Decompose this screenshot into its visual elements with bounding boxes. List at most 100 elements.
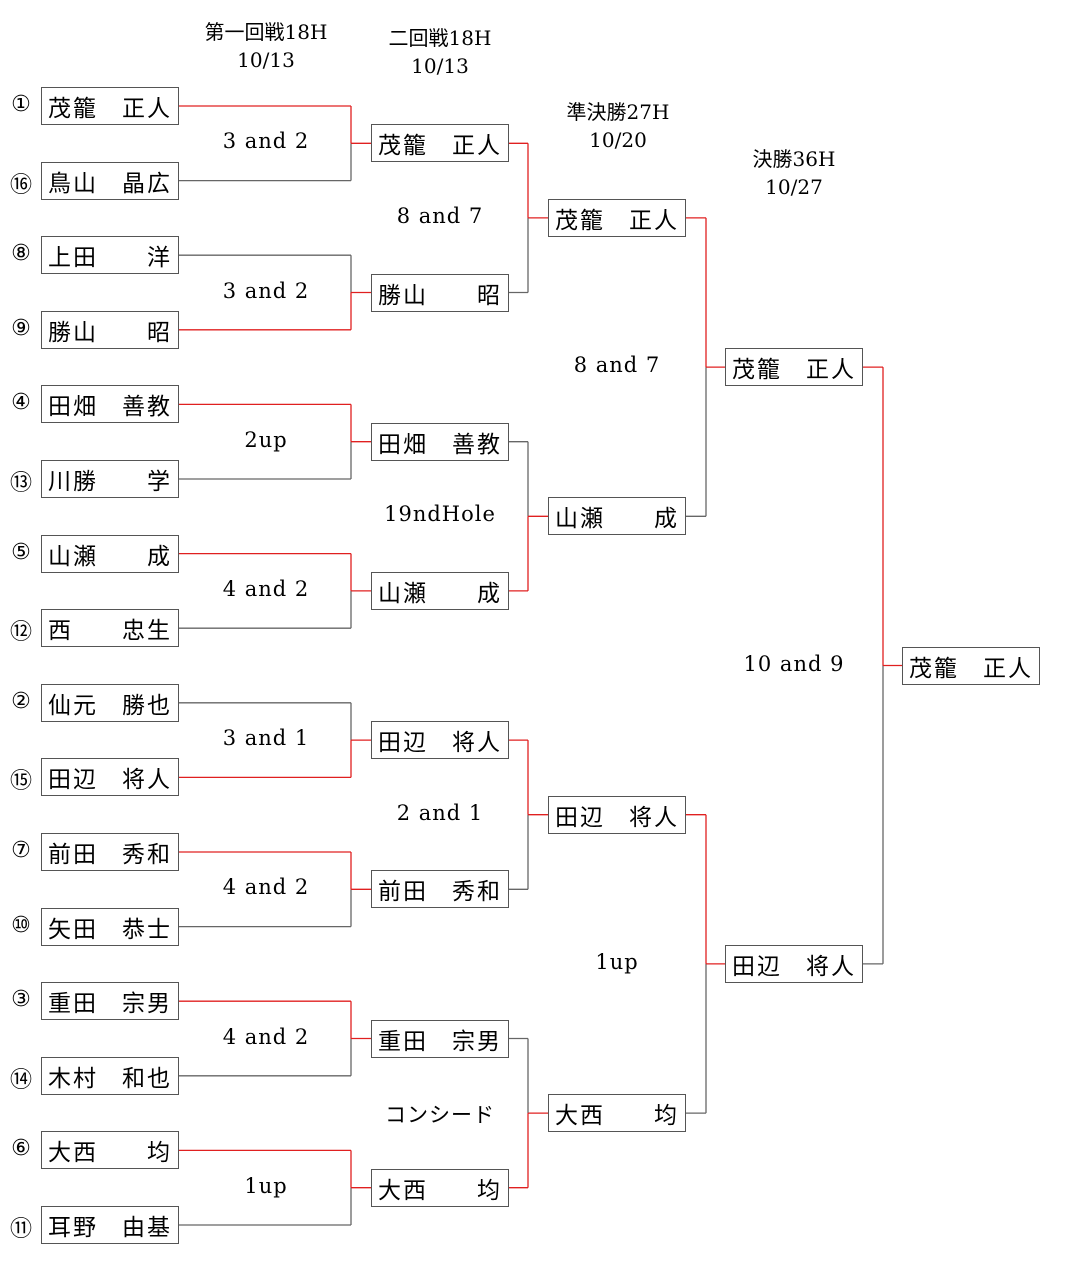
round1-player-box: 川勝学 bbox=[41, 460, 179, 498]
round2-header: 二回戦18H 10/13 bbox=[360, 24, 520, 80]
player-given-name: 秀和 bbox=[452, 879, 502, 906]
final-date: 10/27 bbox=[765, 175, 823, 199]
final-player-box: 田辺将人 bbox=[725, 944, 863, 983]
round1-player-box: 茂籠正人 bbox=[41, 87, 179, 125]
seed-number: ① bbox=[11, 92, 31, 117]
player-given-name: 均 bbox=[147, 1140, 172, 1167]
semi-date: 10/20 bbox=[589, 128, 647, 152]
seed-number: ⑯ bbox=[9, 172, 32, 198]
player-surname: 茂籠 bbox=[378, 133, 428, 160]
round2-player-box: 重田宗男 bbox=[371, 1019, 509, 1058]
player-surname: 田辺 bbox=[732, 953, 782, 980]
round1-player-box: 大西 均 bbox=[41, 1131, 179, 1170]
round1-player-box: 勝山昭 bbox=[41, 310, 179, 349]
round2-player-box: 田辺将人 bbox=[371, 721, 509, 760]
match-score: コンシード bbox=[385, 1103, 495, 1128]
player-given-name: 正人 bbox=[629, 207, 679, 234]
round1-player-box: 木村和也 bbox=[41, 1056, 179, 1095]
round1-player-box: 鳥山晶広 bbox=[41, 161, 179, 200]
seed-number: ⑨ bbox=[11, 315, 31, 341]
seed-number: ⑮ bbox=[9, 769, 32, 795]
match-score: 1up bbox=[244, 1173, 288, 1198]
player-surname: 上田 bbox=[48, 245, 98, 272]
player-surname: 茂籠 bbox=[555, 207, 605, 234]
match-score: 3 and 1 bbox=[222, 726, 310, 751]
round1-player-box: 重田宗男 bbox=[41, 982, 179, 1021]
player-given-name: 秀和 bbox=[122, 842, 172, 868]
round2-player-box: 勝山 昭 bbox=[371, 273, 509, 312]
seed-number: ② bbox=[11, 688, 31, 714]
seed-number: ⑥ bbox=[11, 1136, 31, 1162]
player-given-name: 正人 bbox=[452, 133, 502, 160]
seed-number: ⑤ bbox=[11, 539, 31, 565]
player-surname: 大西 bbox=[378, 1177, 428, 1204]
round1-title: 第一回戦18H bbox=[204, 20, 328, 44]
round1-player-box: 耳野由基 bbox=[41, 1206, 179, 1244]
round2-player-box: 大西均 bbox=[371, 1168, 509, 1207]
player-surname: 前田 bbox=[48, 842, 98, 868]
player-surname: 勝山 bbox=[378, 282, 428, 309]
player-given-name: 勝也 bbox=[122, 692, 172, 719]
player-surname: 田辺 bbox=[48, 767, 98, 794]
round2-title: 二回戦18H bbox=[388, 26, 492, 50]
final-title: 決勝36H bbox=[752, 147, 836, 171]
player-surname: 鳥山 bbox=[48, 170, 98, 197]
seed-number: ⑬ bbox=[9, 471, 32, 496]
semi-header: 準決勝27H 10/20 bbox=[538, 98, 698, 154]
seed-number: ⑪ bbox=[9, 1217, 32, 1242]
player-surname: 大西 bbox=[555, 1103, 605, 1130]
player-given-name: 将人 bbox=[806, 953, 856, 980]
seed-number: ④ bbox=[11, 390, 31, 416]
match-score: 3 and 2 bbox=[222, 278, 310, 303]
player-given-name: 洋 bbox=[147, 245, 172, 272]
player-surname: 重田 bbox=[378, 1028, 428, 1055]
match-score: 8 and 7 bbox=[573, 353, 661, 378]
player-surname: 前田 bbox=[378, 879, 428, 906]
player-given-name: 成 bbox=[477, 580, 502, 607]
match-score: 19ndHole bbox=[384, 502, 496, 527]
seed-number: ③ bbox=[11, 987, 31, 1013]
seed-number: ⑧ bbox=[11, 241, 31, 267]
player-given-name: 和也 bbox=[122, 1065, 172, 1092]
seed-number: ⑩ bbox=[11, 912, 31, 938]
round2-player-box: 田畑善教 bbox=[371, 422, 509, 461]
match-score: 1up bbox=[595, 949, 639, 974]
round2-player-box: 前田秀和 bbox=[371, 870, 509, 909]
player-given-name: 善教 bbox=[122, 394, 172, 421]
match-score: 2up bbox=[244, 427, 288, 452]
match-score: 8 and 7 bbox=[396, 203, 484, 228]
player-given-name: 正人 bbox=[983, 655, 1033, 682]
semi-player-box: 茂籠正人 bbox=[548, 198, 686, 237]
match-score: 4 and 2 bbox=[222, 875, 310, 900]
player-given-name: 善教 bbox=[452, 431, 502, 458]
player-given-name: 昭 bbox=[147, 319, 172, 346]
round1-player-box: 仙元勝也 bbox=[41, 683, 179, 722]
match-score: 2 and 1 bbox=[396, 800, 484, 825]
player-surname: 大西 bbox=[48, 1140, 98, 1167]
player-given-name: 忠生 bbox=[122, 618, 172, 645]
player-given-name: 宗男 bbox=[452, 1028, 502, 1055]
player-given-name: 将人 bbox=[629, 804, 679, 831]
final-player-box: 茂籠正人 bbox=[725, 348, 863, 387]
player-given-name: 晶広 bbox=[122, 170, 172, 197]
player-given-name: 将人 bbox=[122, 767, 172, 794]
round1-player-box: 西 忠生 bbox=[41, 609, 179, 648]
player-surname: 田畑 bbox=[48, 394, 98, 421]
player-given-name: 昭 bbox=[477, 282, 502, 309]
round1-player-box: 山瀬成 bbox=[41, 534, 179, 573]
seed-number: ⑫ bbox=[9, 620, 32, 646]
player-surname: 仙元 bbox=[48, 692, 98, 719]
semi-player-box: 大西 均 bbox=[548, 1094, 686, 1133]
player-given-name: 均 bbox=[654, 1103, 679, 1130]
champion-box: 茂籠正人 bbox=[902, 646, 1040, 685]
round2-date: 10/13 bbox=[411, 54, 469, 78]
round1-player-box: 上田 洋 bbox=[41, 236, 179, 275]
semi-title: 準決勝27H bbox=[566, 100, 670, 124]
player-surname: 西 bbox=[48, 618, 73, 645]
final-match-score: 10 and 9 bbox=[743, 651, 845, 676]
player-given-name: 正人 bbox=[122, 96, 172, 122]
round1-player-box: 田畑善教 bbox=[41, 385, 179, 424]
player-surname: 重田 bbox=[48, 991, 98, 1018]
final-header: 決勝36H 10/27 bbox=[714, 145, 874, 201]
